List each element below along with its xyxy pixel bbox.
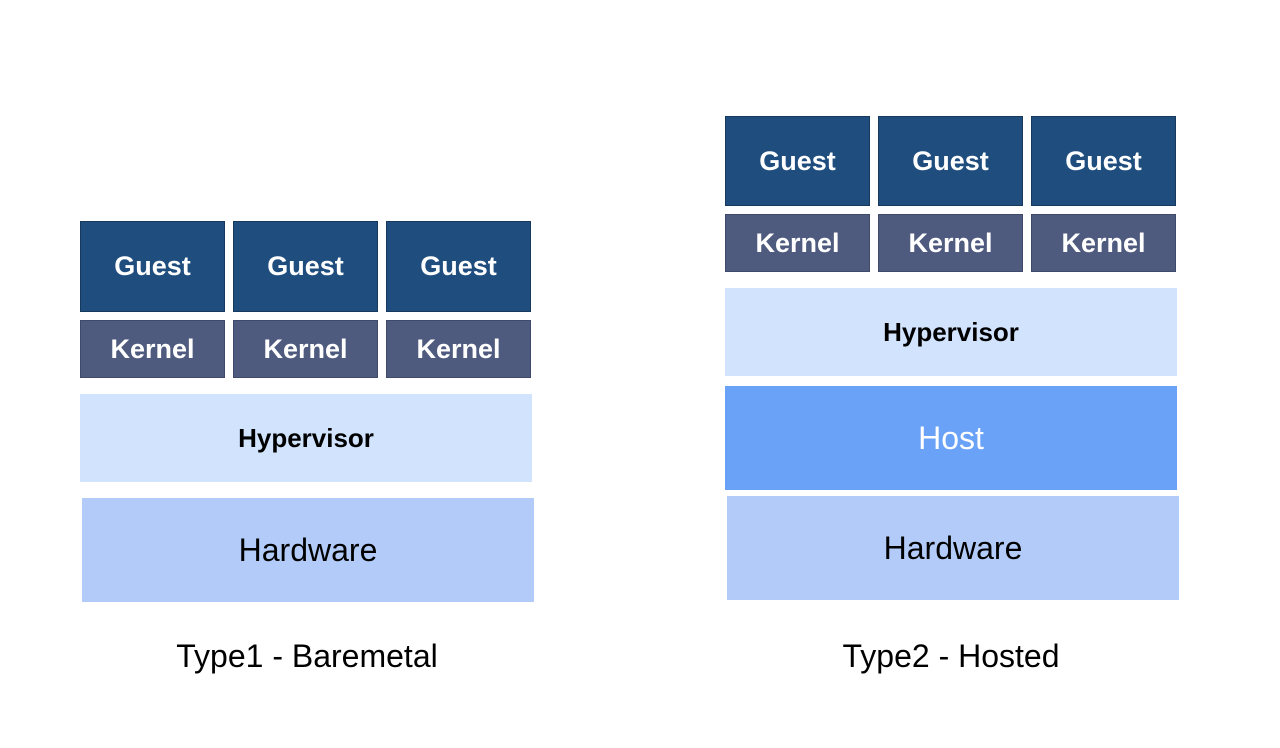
type2-hypervisor: Hypervisor bbox=[725, 288, 1177, 376]
type2-kernel-2: Kernel bbox=[878, 214, 1023, 272]
type1-hardware: Hardware bbox=[82, 498, 534, 602]
type2-guest-3: Guest bbox=[1031, 116, 1176, 206]
type2-guest-2: Guest bbox=[878, 116, 1023, 206]
type1-guest-1: Guest bbox=[80, 221, 225, 312]
type2-guest-1: Guest bbox=[725, 116, 870, 206]
type2-caption: Type2 - Hosted bbox=[842, 638, 1060, 674]
type1-guest-3: Guest bbox=[386, 221, 531, 312]
type1-kernel-3: Kernel bbox=[386, 320, 531, 378]
type1-guest-2: Guest bbox=[233, 221, 378, 312]
type2-host: Host bbox=[725, 386, 1177, 490]
type1-caption: Type1 - Baremetal bbox=[176, 638, 438, 674]
type2-kernel-1: Kernel bbox=[725, 214, 870, 272]
type1-kernel-2: Kernel bbox=[233, 320, 378, 378]
type2-hardware: Hardware bbox=[727, 496, 1179, 600]
type1-hypervisor: Hypervisor bbox=[80, 394, 532, 482]
type2-kernel-3: Kernel bbox=[1031, 214, 1176, 272]
type1-kernel-1: Kernel bbox=[80, 320, 225, 378]
